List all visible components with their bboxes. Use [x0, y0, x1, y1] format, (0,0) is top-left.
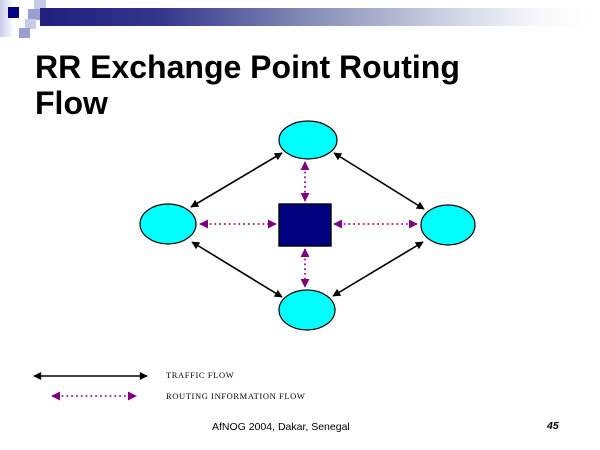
traffic-arrow-top-right [333, 152, 425, 210]
footer-text: AfNOG 2004, Dakar, Senegal [212, 421, 350, 433]
exchange-point-square [278, 203, 332, 247]
traffic-arrow-bottom-right [332, 241, 424, 297]
traffic-arrow-left-bottom [191, 241, 283, 298]
deco-square-light-top [34, 0, 46, 11]
traffic-arrow-left-top [190, 152, 283, 208]
legend-routing-label: ROUTING INFORMATION FLOW [166, 391, 306, 401]
peer-node-bottom [278, 289, 336, 331]
deco-square-medium-bottom [19, 28, 30, 38]
page-number: 45 [547, 420, 559, 432]
peer-node-right [420, 204, 476, 246]
peer-node-left [139, 203, 197, 245]
slide-title: RR Exchange Point Routing Flow [35, 49, 460, 121]
deco-square-medium-upper [28, 9, 40, 20]
deco-square-light-lower [25, 19, 36, 29]
peer-node-top [278, 120, 338, 160]
legend-traffic-label: TRAFFIC FLOW [166, 370, 235, 380]
header-gradient-bar [40, 8, 590, 26]
deco-navy-square [8, 7, 19, 18]
